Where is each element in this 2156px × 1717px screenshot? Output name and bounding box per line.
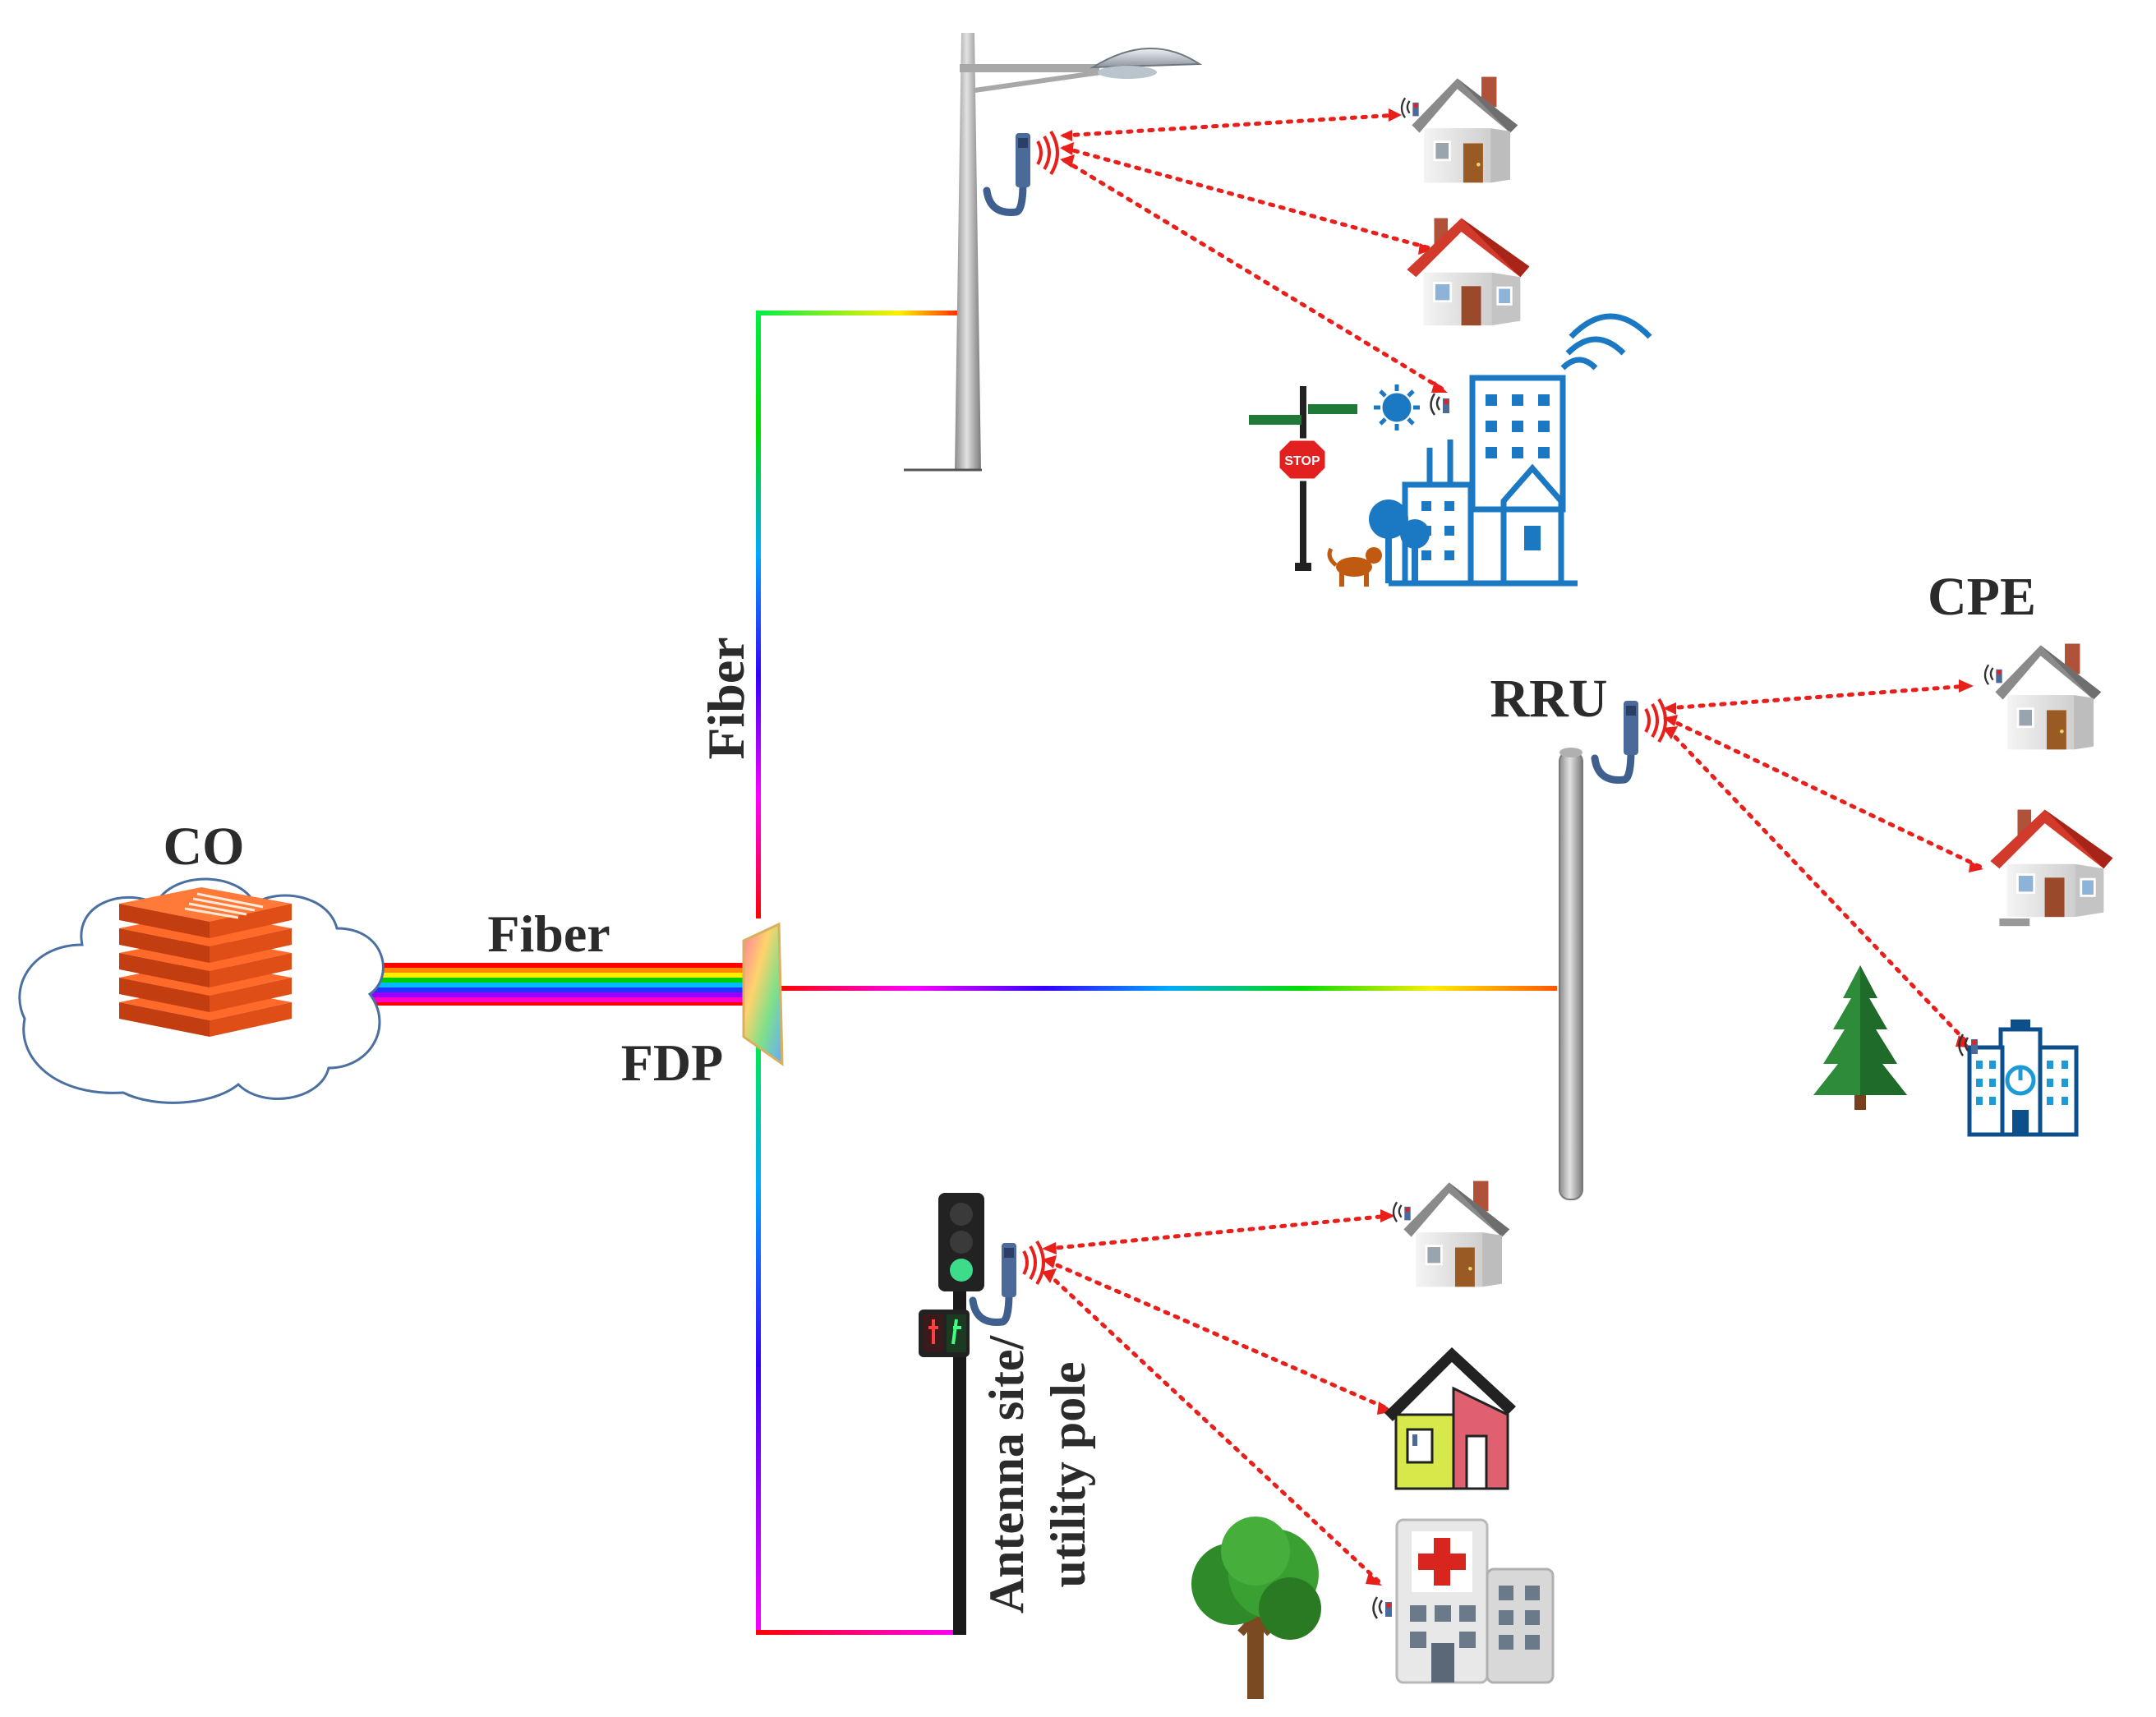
central-office: CO — [18, 817, 385, 1104]
fiber-distribution-point-icon — [742, 922, 784, 1066]
house-icon — [1983, 642, 2103, 751]
cpe-label: CPE — [1928, 567, 2036, 627]
wireless-links-traffic-light — [1042, 1209, 1395, 1586]
street-light-site — [904, 33, 1203, 472]
stop-sign-text: STOP — [1284, 454, 1320, 468]
street-light-pole-icon — [904, 33, 1203, 472]
fiber-to-rru-pole — [781, 986, 1557, 991]
fiber-network — [271, 311, 1557, 1635]
traffic-light-icon — [919, 1193, 984, 1635]
house-icon — [1988, 808, 2114, 927]
fiber-to-streetlight — [756, 311, 961, 315]
office-building-icon — [1958, 1020, 2079, 1137]
fiber-label-vertical: Fiber — [697, 637, 755, 759]
sun-icon — [1374, 384, 1420, 430]
tree-icon — [1813, 965, 1907, 1110]
street-sign-icon: STOP — [1249, 386, 1357, 571]
house-icon — [1400, 76, 1519, 184]
house-icon — [1392, 1180, 1511, 1288]
antenna-site-label-line2: utility pole — [1041, 1361, 1095, 1587]
smart-city-icon: STOP — [1249, 313, 1652, 587]
fiber-label-horizontal: Fiber — [487, 905, 610, 963]
server-stack-icon — [119, 887, 292, 1037]
city-windows — [1421, 394, 1550, 560]
dog-icon — [1327, 547, 1382, 587]
house-icon — [1405, 217, 1531, 327]
rru-antenna-icon — [987, 131, 1057, 212]
wireless-links-rru — [1663, 679, 1983, 1047]
tree-icon — [1191, 1517, 1321, 1699]
antenna-site-label-line1: Antenna site/ — [979, 1335, 1034, 1614]
fiber-trunk-down — [756, 1035, 761, 1635]
utility-pole-site: RRU — [1490, 669, 1666, 1200]
traffic-light-site: Antenna site/ utility pole — [919, 1193, 1095, 1635]
utility-pole-icon — [1559, 748, 1583, 1200]
wifi-mark-icon — [1430, 392, 1451, 417]
fiber-trunk-up — [756, 311, 761, 918]
city-trees-icon — [1369, 499, 1430, 583]
co-label: CO — [164, 817, 245, 877]
fdp-node: FDP — [621, 922, 784, 1092]
fdp-label: FDP — [621, 1033, 723, 1092]
hospital-icon — [1372, 1518, 1555, 1684]
fiber-bundle-co-fdp — [271, 963, 746, 1006]
fiber-to-traffic-light — [756, 1630, 961, 1635]
wireless-links-streetlight — [1060, 108, 1448, 393]
rru-label: RRU — [1490, 669, 1608, 729]
house-icon — [1384, 1347, 1516, 1490]
